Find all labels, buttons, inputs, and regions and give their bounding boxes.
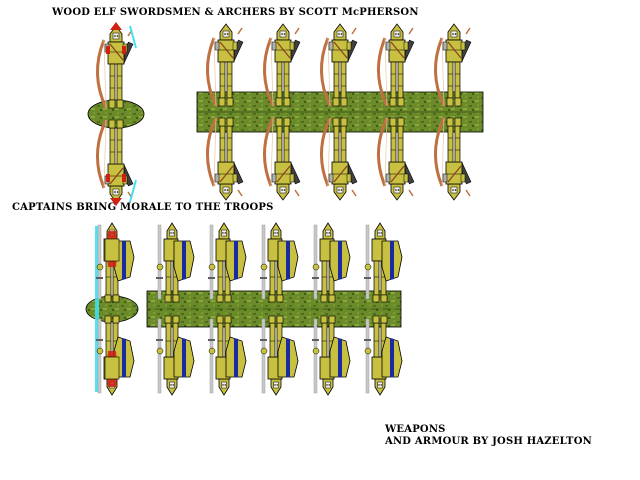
credit-line-1: WEAPONS (385, 424, 446, 435)
swordsman-trooper-back-4 (311, 315, 351, 396)
swordsman-trooper-back-1 (155, 315, 195, 396)
sheet-title: WOOD ELF SWORDSMEN & ARCHERS BY SCOTT Mc… (52, 7, 419, 18)
archer-captain (87, 22, 145, 206)
swordsman-trooper-front-3 (259, 222, 299, 303)
swordsman-trooper-back-5 (363, 315, 403, 396)
swordsman-trooper-front-2 (207, 222, 247, 303)
swordsman-captain (85, 222, 139, 396)
captains-caption: CAPTAINS BRING MORALE TO THE TROOPS (12, 202, 274, 213)
swordsman-trooper-front-5 (363, 222, 403, 303)
swordsman-trooper-front-1 (155, 222, 195, 303)
swordsman-trooper-back-3 (259, 315, 299, 396)
credit-line-2: AND ARMOUR BY JOSH HAZELTON (385, 436, 592, 447)
swordsman-trooper-back-2 (207, 315, 247, 396)
swordsman-trooper-front-4 (311, 222, 351, 303)
